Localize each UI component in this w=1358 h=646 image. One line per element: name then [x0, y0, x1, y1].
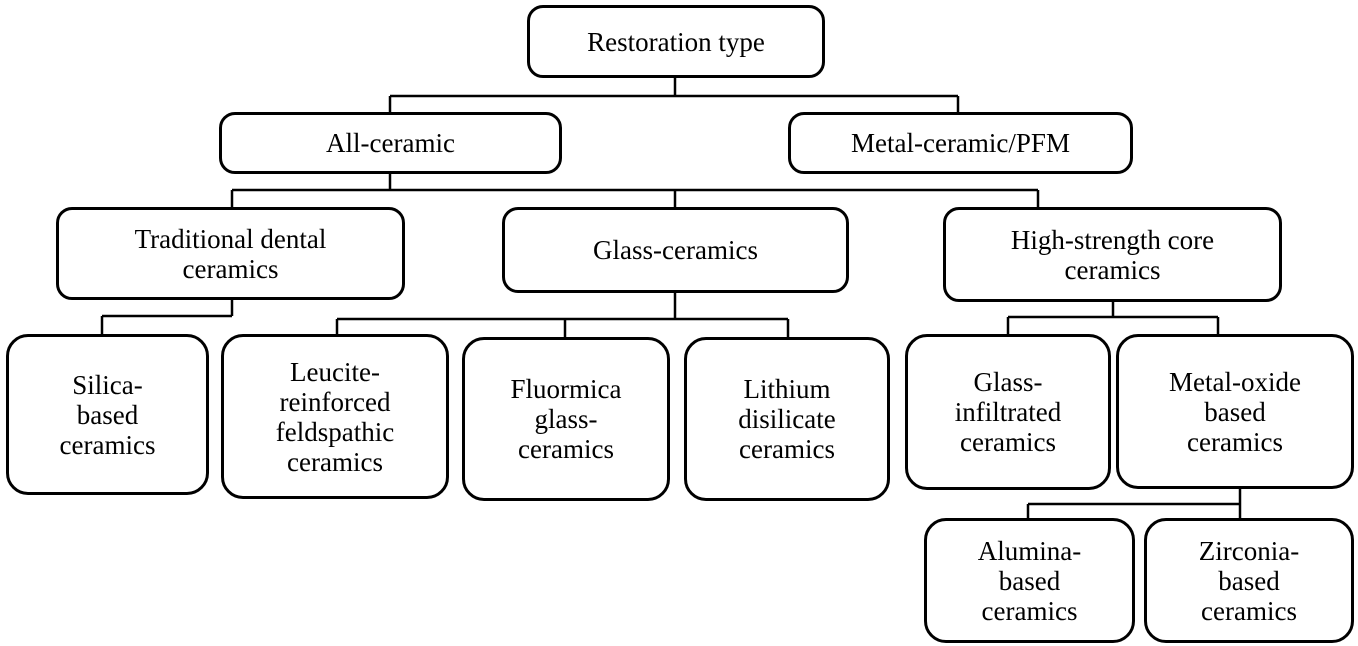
node-metal-ceramic: Metal-ceramic/PFM	[788, 112, 1133, 174]
node-leucite-reinforced-feldspathic-ceramics: Leucite- reinforced feldspathic ceramics	[221, 334, 449, 499]
node-label: Metal-oxide based ceramics	[1169, 366, 1301, 457]
node-label: All-ceramic	[326, 128, 455, 158]
node-label: Alumina- based ceramics	[977, 535, 1082, 626]
node-zirconia-based-ceramics: Zirconia- based ceramics	[1144, 518, 1354, 643]
node-label: Zirconia- based ceramics	[1198, 535, 1300, 626]
node-label: Restoration type	[587, 26, 765, 57]
node-metal-oxide-based-ceramics: Metal-oxide based ceramics	[1116, 334, 1354, 489]
node-high-strength-core-ceramics: High-strength core ceramics	[943, 207, 1282, 302]
node-restoration-type: Restoration type	[527, 5, 825, 78]
node-lithium-disilicate-ceramics: Lithium disilicate ceramics	[684, 337, 890, 501]
node-label: Glass-ceramics	[593, 235, 758, 265]
node-all-ceramic: All-ceramic	[219, 112, 562, 174]
node-glass-infiltrated-ceramics: Glass- infiltrated ceramics	[905, 334, 1111, 490]
node-label: Fluormica glass- ceramics	[510, 374, 622, 464]
node-label: Traditional dental ceramics	[134, 223, 327, 284]
node-label: Metal-ceramic/PFM	[851, 128, 1070, 158]
node-fluormica-glass-ceramics: Fluormica glass- ceramics	[462, 337, 670, 501]
node-traditional-dental-ceramics: Traditional dental ceramics	[56, 207, 405, 300]
node-label: Silica- based ceramics	[59, 369, 156, 460]
node-label: Lithium disilicate ceramics	[738, 374, 836, 464]
node-label: High-strength core ceramics	[1010, 224, 1215, 285]
node-label: Glass- infiltrated ceramics	[954, 367, 1062, 457]
node-alumina-based-ceramics: Alumina- based ceramics	[924, 518, 1135, 643]
node-silica-based-ceramics: Silica- based ceramics	[6, 334, 209, 495]
node-glass-ceramics: Glass-ceramics	[502, 207, 849, 293]
node-label: Leucite- reinforced feldspathic ceramics	[275, 356, 395, 477]
